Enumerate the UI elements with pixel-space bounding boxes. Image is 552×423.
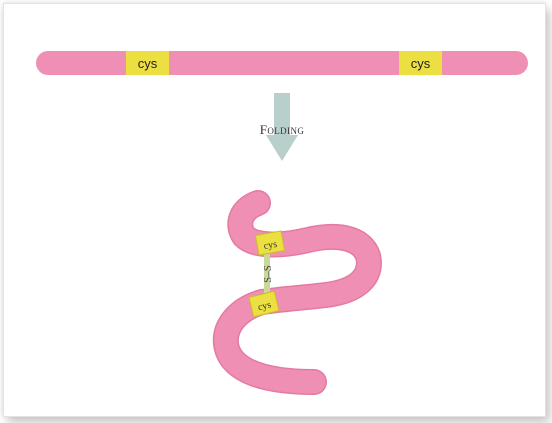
folded-chain xyxy=(226,203,369,382)
cysteine-label-top: cys xyxy=(263,239,278,252)
disulfide-bond-label: S–S xyxy=(262,265,274,283)
